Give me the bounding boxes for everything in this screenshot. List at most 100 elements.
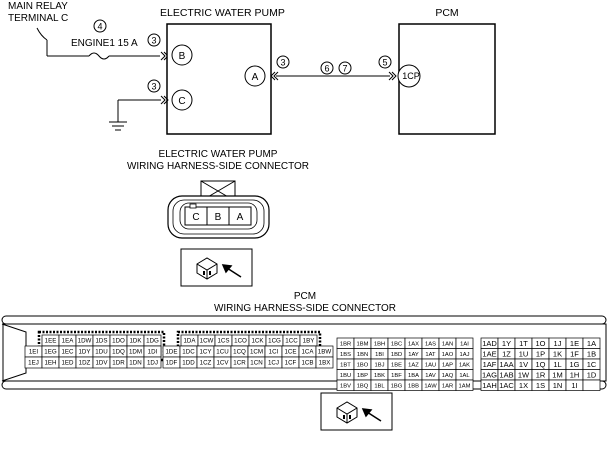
pin-label: 1DF	[166, 360, 178, 367]
pin-label: 1A	[587, 339, 596, 348]
pin-label: 1CK	[251, 338, 264, 345]
pin-label: 1J	[554, 339, 562, 348]
pin-label: 1R	[536, 370, 546, 379]
fuse-symbol	[88, 52, 110, 60]
connector-chevron-pcm	[388, 71, 397, 81]
pin-label: 1AG	[482, 370, 497, 379]
pin-label: 1AX	[408, 341, 419, 347]
pin-label: 1AA	[499, 360, 513, 369]
pin-label: 1CE	[284, 349, 296, 356]
callout-3-a	[276, 55, 290, 69]
pin-label: 1B	[587, 349, 596, 358]
pin-label: 1CW	[200, 338, 214, 345]
ewp-connector-title-2: WIRING HARNESS-SIDE CONNECTOR	[127, 161, 309, 172]
pin-label: 1ED	[61, 360, 74, 367]
ewp-connector	[167, 180, 270, 239]
pin-label: 1CJ	[268, 360, 279, 367]
pin-label: 1DK	[129, 338, 142, 345]
pin-label: 1EC	[61, 349, 74, 356]
pin-label: 1K	[553, 349, 562, 358]
callout-4	[93, 19, 107, 33]
connector-chevron-c	[160, 95, 169, 105]
pin-label: 1AL	[459, 373, 470, 379]
pin-label: 1BA	[408, 373, 419, 379]
pin-label: 1BI	[375, 352, 384, 358]
pin-label: 1AF	[483, 360, 497, 369]
pin-label: 1S	[536, 381, 545, 390]
pcm-connector-view-icon	[320, 392, 393, 431]
pin-label: 1BJ	[375, 362, 385, 368]
ewp-pin-c: C	[192, 212, 199, 223]
pin-label: 1H	[570, 370, 580, 379]
pin-label: 1M	[552, 370, 562, 379]
pcm-connector-blocks: 1EE1EA1DW1DS1DO1DK1DG1EF1EB1DX1DT1DP1DL1…	[24, 330, 601, 391]
pin-label: 1EA	[62, 338, 75, 345]
pcm-connector-title-1: PCM	[294, 291, 316, 302]
terminal-a	[244, 65, 266, 87]
pin-label: 1DJ	[147, 360, 158, 367]
pin-label: 1CI	[269, 349, 279, 356]
pin-label: 1BD	[391, 352, 402, 358]
pcm-connector-title-2: WIRING HARNESS-SIDE CONNECTOR	[214, 303, 396, 314]
pin-label: 1BS	[340, 352, 351, 358]
pin-label: 1EI	[29, 349, 39, 356]
callout-3-c-text: 3	[151, 82, 156, 92]
pin-label: 1DZ	[79, 360, 91, 367]
pin-label: 1CG	[268, 338, 281, 345]
pin-label: 1CA	[301, 349, 314, 356]
pin-label: 1O	[535, 339, 545, 348]
terminal-c-label: C	[178, 96, 185, 107]
pin-label: 1DA	[183, 338, 196, 345]
pin-label: 1EG	[44, 349, 57, 356]
callout-3-b-text: 3	[151, 36, 156, 46]
pin-label: 1DS	[95, 338, 107, 345]
pin-label: 1AU	[425, 362, 436, 368]
pin-label: 1BK	[374, 373, 385, 379]
pin-label: 1CZ	[200, 360, 212, 367]
fuse-label: ENGINE1 15 A	[71, 38, 138, 49]
pin-label: 1BG	[391, 383, 403, 389]
ewp-connector-title-1: ELECTRIC WATER PUMP	[159, 149, 278, 160]
pin-label: 1BW	[318, 349, 332, 356]
pin-label: 1P	[536, 349, 545, 358]
pin-label: 1AC	[499, 381, 514, 390]
pin-label: 1AT	[425, 352, 436, 358]
callout-3-b	[147, 33, 161, 47]
pin-label: 1EH	[44, 360, 56, 367]
pin-label: 1X	[519, 381, 528, 390]
pin-label: 1CN	[250, 360, 262, 367]
pin-label: 1AW	[424, 383, 437, 389]
ewp-pin-a: A	[237, 212, 244, 223]
pin-label: 1D	[587, 370, 597, 379]
pin-label: 1AK	[459, 362, 470, 368]
terminal-a-label: A	[252, 72, 259, 83]
pin-label: 1DN	[129, 360, 141, 367]
pin-label: 1DU	[95, 349, 107, 356]
pin-label: 1CQ	[233, 349, 246, 356]
connector-chevron-a	[270, 71, 279, 81]
pin-label: 1Z	[502, 349, 511, 358]
callout-3-a-text: 3	[280, 58, 285, 68]
pin-label: 1Q	[535, 360, 545, 369]
pin-label: 1BH	[374, 341, 385, 347]
pin-label: 1CS	[217, 338, 229, 345]
pin-label: 1DC	[182, 349, 195, 356]
pin-label: 1CB	[301, 360, 313, 367]
pin-label: 1DI	[148, 349, 158, 356]
pin-label: 1AQ	[442, 373, 454, 379]
pin-label: 1CM	[250, 349, 263, 356]
pin-label: 1BO	[357, 362, 369, 368]
pin-label: 1AI	[460, 341, 469, 347]
pin-label: 1I	[571, 381, 577, 390]
pin-label: 1W	[518, 370, 530, 379]
pin-label: 1AY	[408, 352, 419, 358]
pin-label: 1AJ	[460, 352, 470, 358]
pin-label: 1AS	[425, 341, 436, 347]
pin-label: 1BN	[357, 352, 368, 358]
terminal-b	[171, 44, 193, 66]
pin-label: 1DD	[182, 360, 195, 367]
